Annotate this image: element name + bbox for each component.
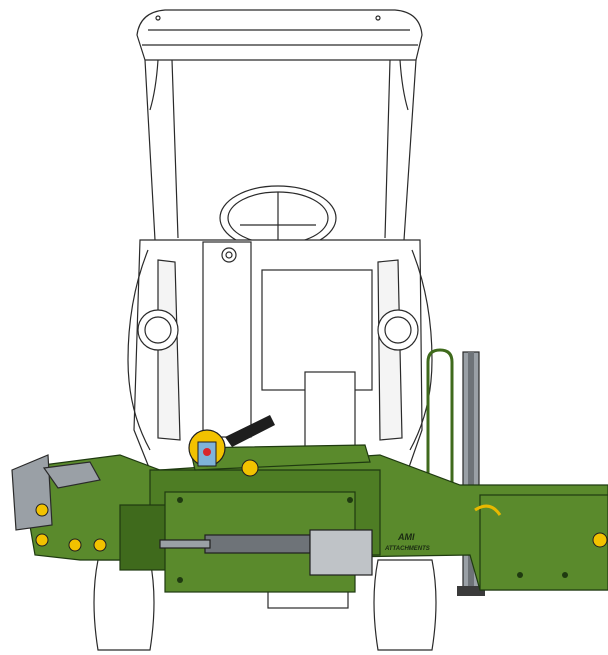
hydraulic-cylinder [159, 529, 373, 576]
hydraulic-hose [474, 504, 502, 516]
pivot-arm [189, 444, 371, 471]
tire-left [93, 559, 155, 651]
seat-mount [221, 247, 237, 263]
headlight-right [377, 309, 419, 351]
tire-right [373, 559, 437, 651]
hydraulic-valve [188, 415, 275, 467]
brand-logo: AMI [397, 532, 415, 542]
headlight-left [137, 309, 179, 351]
brand-logo-subtext: ATTACHMENTS [384, 546, 430, 552]
front-axle [267, 589, 349, 609]
hose-hanger-loop [426, 348, 454, 505]
rops-canopy-frame [136, 9, 423, 241]
frame-holes [177, 497, 568, 583]
pivot-bolts [35, 459, 608, 552]
tractor-body [127, 239, 433, 471]
